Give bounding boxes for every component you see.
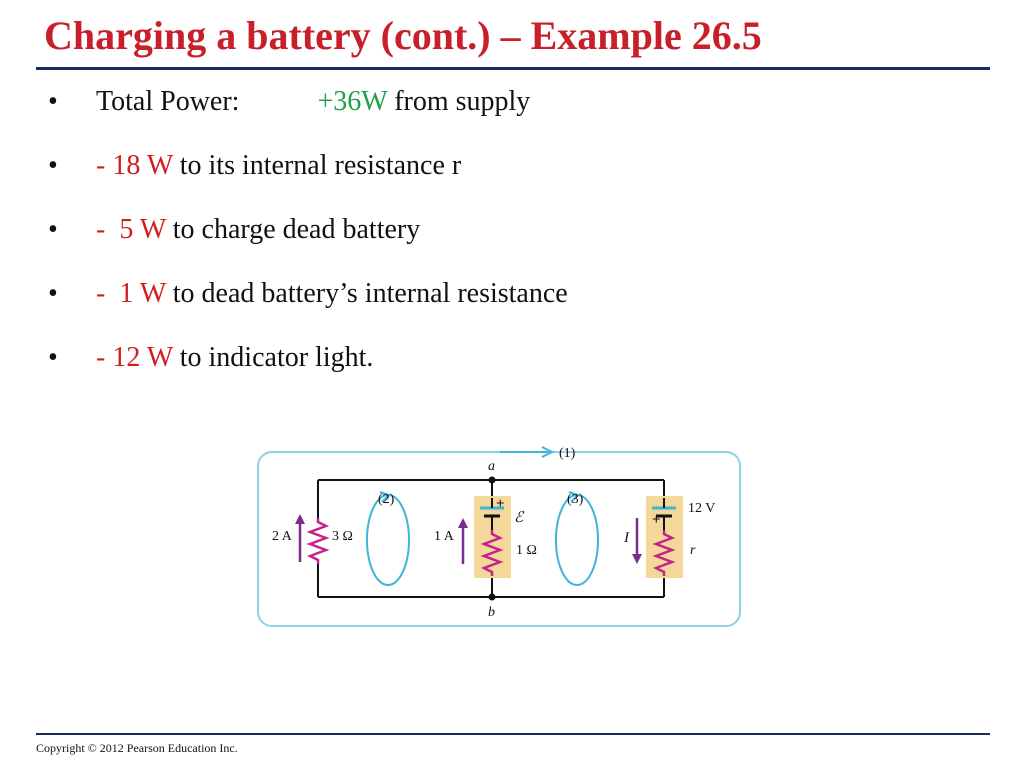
- bullet-dot: •: [48, 86, 58, 117]
- loop3-label: (3): [567, 492, 584, 507]
- bullet-dot: •: [48, 278, 58, 309]
- node-a-label: a: [488, 459, 495, 474]
- circuit-diagram: (1) a b 2 A 3 Ω (2) + ℰ 1 Ω 1 A (3) + 12…: [257, 446, 741, 627]
- slide-title: Charging a battery (cont.) – Example 26.…: [44, 13, 762, 58]
- loop3-ellipse: [555, 494, 599, 586]
- right-resistance-label: r: [690, 543, 696, 558]
- bullet-power-value: - 1 W: [96, 278, 166, 309]
- loop2-arrowhead: [379, 491, 391, 503]
- figure-frame: [257, 451, 741, 627]
- node-b-label: b: [488, 605, 495, 620]
- loop3-arrowhead: [568, 491, 580, 503]
- bullet-dot: •: [48, 150, 58, 181]
- bullet-prefix: Total Power:: [96, 86, 240, 117]
- right-plus-sign: +: [652, 512, 661, 528]
- middle-current-label: 1 A: [434, 529, 455, 544]
- bullet-power-value: +36W: [317, 86, 388, 117]
- left-current-label: 2 A: [272, 529, 293, 544]
- title-divider: [36, 67, 990, 70]
- bullet-text: to indicator light.: [172, 342, 374, 373]
- right-resistor: [652, 530, 676, 576]
- copyright-text: Copyright © 2012 Pearson Education Inc.: [36, 741, 238, 755]
- middle-plus-sign: +: [496, 496, 505, 512]
- bullet-text: from supply: [387, 86, 531, 117]
- node-b-dot: [488, 593, 496, 601]
- loop2-label: (2): [378, 492, 395, 507]
- middle-emf-label: ℰ: [514, 510, 525, 526]
- bullet-dot: •: [48, 342, 58, 373]
- right-current-label: I: [623, 530, 630, 546]
- bullet-power-value: - 18 W: [96, 150, 173, 181]
- bullet-text: to its internal resistance r: [172, 150, 462, 181]
- left-current-arrowhead: [295, 514, 305, 524]
- bullet-power-value: - 5 W: [96, 214, 166, 245]
- middle-current-arrowhead: [458, 518, 468, 528]
- right-current-arrowhead: [632, 554, 642, 564]
- left-resistance-label: 3 Ω: [332, 529, 353, 544]
- middle-resistance-label: 1 Ω: [516, 543, 537, 558]
- right-voltage-label: 12 V: [688, 501, 715, 516]
- middle-resistor: [480, 530, 504, 576]
- bullet-power-value: - 12 W: [96, 342, 173, 373]
- bullet-dot: •: [48, 214, 58, 245]
- node-a-dot: [488, 476, 496, 484]
- bullet-text: to charge dead battery: [165, 214, 421, 245]
- left-resistor: [306, 518, 330, 564]
- loop1-label: (1): [559, 446, 576, 461]
- loop2-ellipse: [366, 494, 410, 586]
- loop1-arrowhead: [541, 446, 555, 458]
- bullet-text: to dead battery’s internal resistance: [165, 278, 568, 309]
- footer-divider: [36, 733, 990, 735]
